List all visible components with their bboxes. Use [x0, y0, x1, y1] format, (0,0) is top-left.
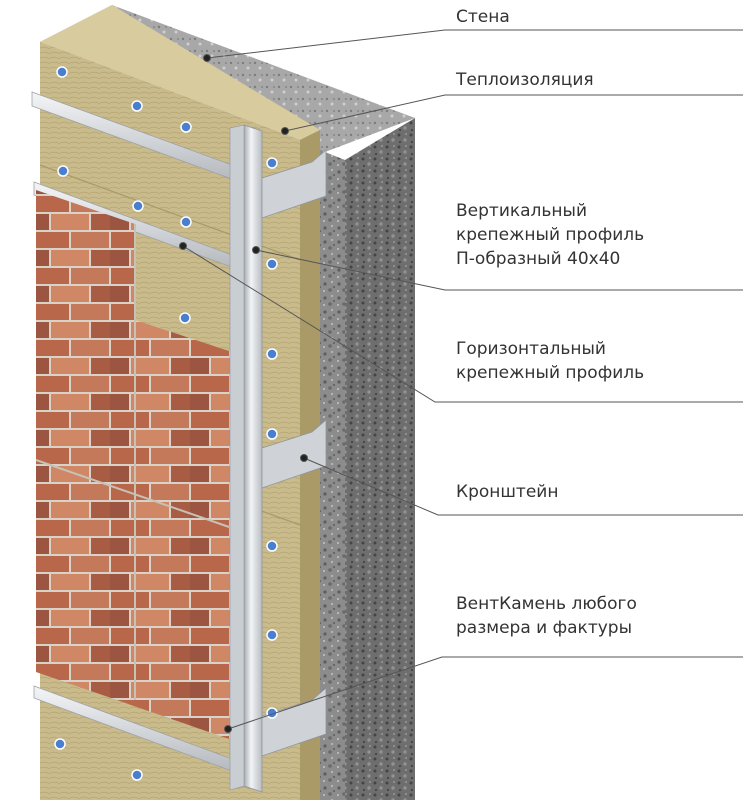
- label-wall: Стена: [456, 5, 510, 29]
- leader-line-ventkamen: [227, 656, 743, 730]
- fastener-dot: [266, 540, 278, 552]
- leader-line-vertical-profile: [255, 249, 743, 291]
- leader-dot-bracket: [300, 454, 308, 462]
- leader-dot-vertical-profile: [252, 246, 260, 254]
- leader-dot-insulation: [281, 127, 289, 135]
- fastener-dot: [131, 100, 143, 112]
- fastener-dot: [57, 165, 69, 177]
- fastener-dot: [266, 157, 278, 169]
- label-horizontal-profile-line-1: Горизонтальный: [456, 339, 606, 359]
- vertical-profile-flange: [229, 124, 245, 791]
- panel-joint: [35, 459, 233, 529]
- label-ventkamen-line-1: ВентКамень любого: [456, 594, 637, 614]
- fastener-dot: [56, 66, 68, 78]
- label-insulation: Теплоизоляция: [456, 68, 594, 92]
- fastener-dot: [54, 738, 66, 750]
- leader-dot-wall: [203, 54, 211, 62]
- label-wall-text: Стена: [456, 7, 510, 27]
- vertical-profile: [243, 124, 263, 793]
- wall-side-face: [345, 118, 415, 800]
- insulation-top-face: [40, 5, 320, 140]
- label-vertical-profile-line-1: Вертикальный: [456, 201, 588, 221]
- fastener-dot: [266, 258, 278, 270]
- label-horizontal-profile-line-2: крепежный профиль: [456, 363, 645, 383]
- label-horizontal-profile: Горизонтальный крепежный профиль: [456, 337, 644, 385]
- label-bracket: Кронштейн: [456, 480, 558, 504]
- bracket: [261, 419, 327, 489]
- fastener-dot: [180, 216, 192, 228]
- fastener-dot: [266, 428, 278, 440]
- insulation-fasteners: [54, 66, 278, 781]
- fastener-dot: [266, 629, 278, 641]
- label-bracket-text: Кронштейн: [456, 482, 559, 502]
- label-ventkamen: ВентКамень любого размера и фактуры: [456, 592, 637, 640]
- leader-dot-ventkamen: [224, 725, 232, 733]
- leader-lines: [179, 29, 743, 733]
- label-vertical-profile: Вертикальный крепежный профиль П-образны…: [456, 199, 644, 271]
- leader-dot-horizontal-profile: [179, 242, 187, 250]
- leader-line-bracket: [303, 457, 743, 516]
- label-vertical-profile-line-3: П-образный 40х40: [456, 249, 621, 269]
- leader-line-horizontal-profile: [182, 245, 743, 403]
- label-vertical-profile-line-2: крепежный профиль: [456, 225, 645, 245]
- label-ventkamen-line-2: размера и фактуры: [456, 618, 632, 638]
- bracket: [261, 149, 327, 219]
- fastener-dot: [132, 200, 144, 212]
- bracket: [261, 687, 327, 757]
- label-insulation-text: Теплоизоляция: [456, 70, 594, 90]
- fastener-dot: [266, 348, 278, 360]
- fastener-dot: [179, 312, 191, 324]
- leader-line-wall: [206, 29, 743, 59]
- fastener-dot: [180, 121, 192, 133]
- fastener-dot: [131, 769, 143, 781]
- leader-line-insulation: [284, 94, 743, 132]
